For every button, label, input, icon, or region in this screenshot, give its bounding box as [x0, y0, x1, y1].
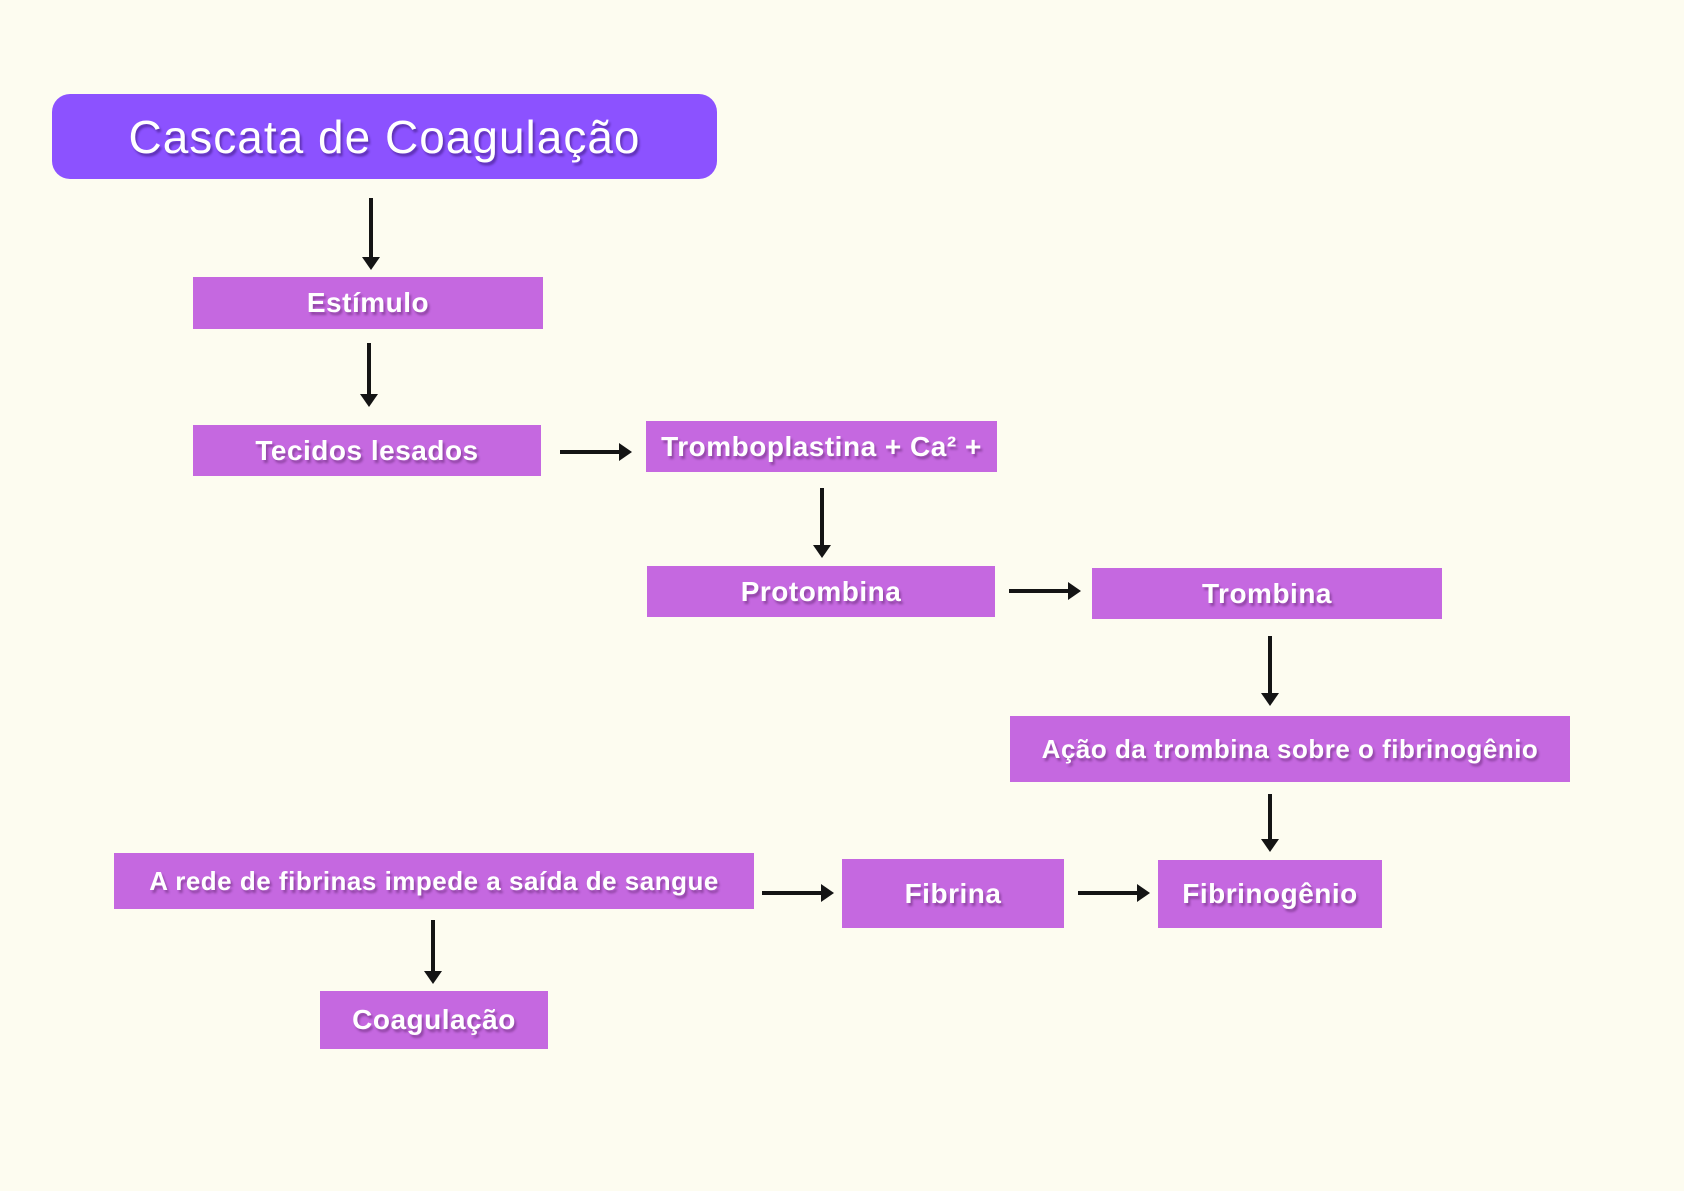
arrowhead-right-icon [1137, 884, 1150, 902]
node-fibrinogenio: Fibrinogênio [1158, 860, 1382, 928]
arrowhead-right-icon [821, 884, 834, 902]
arrow-shaft [431, 920, 435, 971]
arrow-acao-to-fibrinogenio-icon [1261, 794, 1279, 852]
arrow-shaft [820, 488, 824, 545]
arrow-fibrina-to-fibrinogenio-icon [1078, 884, 1150, 902]
arrow-shaft [762, 891, 821, 895]
node-fibrina: Fibrina [842, 859, 1064, 928]
arrowhead-down-icon [1261, 693, 1279, 706]
arrowhead-right-icon [619, 443, 632, 461]
arrow-rede-to-fibrina-icon [762, 884, 834, 902]
diagram-title: Cascata de Coagulação [52, 94, 717, 179]
arrow-protombina-to-trombina-icon [1009, 582, 1081, 600]
node-rede-fibrinas: A rede de fibrinas impede a saída de san… [114, 853, 754, 909]
arrow-trombina-to-acao-icon [1261, 636, 1279, 706]
arrow-title-to-estimulo-icon [362, 198, 380, 270]
arrow-estimulo-to-tecidos-icon [360, 343, 378, 407]
arrowhead-down-icon [1261, 839, 1279, 852]
arrowhead-right-icon [1068, 582, 1081, 600]
arrow-shaft [1078, 891, 1137, 895]
arrow-rede-to-coagulacao-icon [424, 920, 442, 984]
arrow-tecidos-to-tromboplastina-icon [560, 443, 632, 461]
arrow-shaft [1268, 794, 1272, 839]
arrow-shaft [1009, 589, 1068, 593]
node-trombina: Trombina [1092, 568, 1442, 619]
arrowhead-down-icon [360, 394, 378, 407]
node-tromboplastina: Tromboplastina + Ca² + [646, 421, 997, 472]
arrow-shaft [367, 343, 371, 394]
node-acao-trombina: Ação da trombina sobre o fibrinogênio [1010, 716, 1570, 782]
arrow-shaft [560, 450, 619, 454]
arrow-tromboplastina-to-protombina-icon [813, 488, 831, 558]
arrow-shaft [369, 198, 373, 257]
node-protombina: Protombina [647, 566, 995, 617]
node-tecidos-lesados: Tecidos lesados [193, 425, 541, 476]
node-estimulo: Estímulo [193, 277, 543, 329]
arrow-shaft [1268, 636, 1272, 693]
arrowhead-down-icon [362, 257, 380, 270]
node-coagulacao: Coagulação [320, 991, 548, 1049]
arrowhead-down-icon [424, 971, 442, 984]
arrowhead-down-icon [813, 545, 831, 558]
